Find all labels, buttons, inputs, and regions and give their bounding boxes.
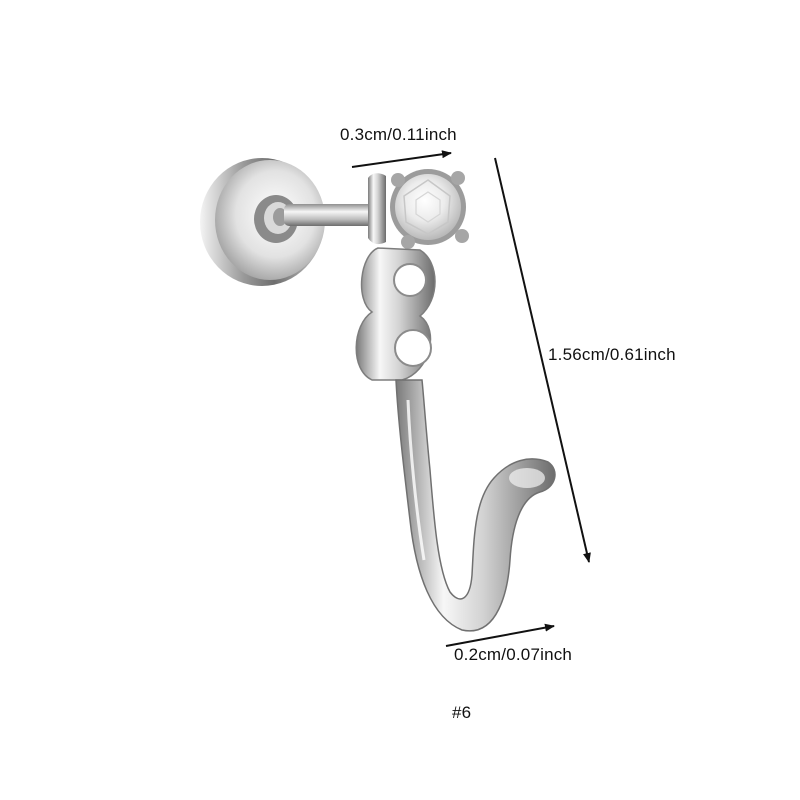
j-hook — [395, 379, 556, 632]
length-label: 1.56cm/0.61inch — [548, 345, 676, 364]
top-width-arrow — [351, 150, 452, 168]
screw-back-disc — [200, 158, 325, 286]
double-loop-connector — [355, 247, 436, 381]
length-arrow — [494, 157, 591, 563]
top-width-label: 0.3cm/0.11inch — [340, 125, 457, 144]
hook-width-label: 0.2cm/0.07inch — [454, 645, 573, 664]
crystal-setting — [368, 169, 469, 249]
post-bar — [284, 204, 374, 226]
hook-width-arrow — [445, 623, 555, 647]
variant-label: #6 — [452, 703, 472, 722]
